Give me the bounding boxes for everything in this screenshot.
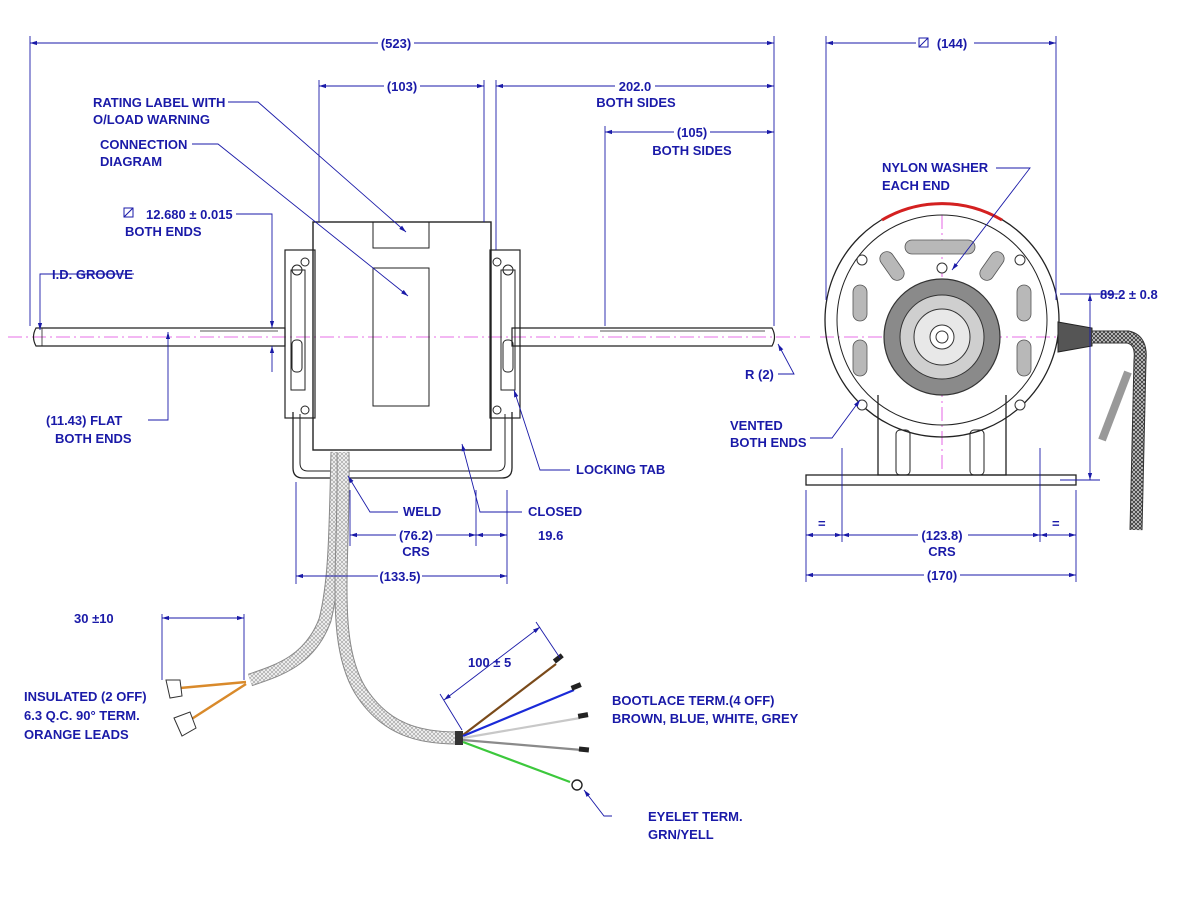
crs-end-note: CRS — [928, 544, 956, 559]
diameter-symbol — [123, 207, 134, 218]
shaft-length-note: BOTH SIDES — [596, 95, 676, 110]
labels: (523) (144) (103) 202.0 BOTH SIDES (105)… — [24, 35, 1158, 842]
crs-front-note: CRS — [402, 544, 430, 559]
flat-length-note: BOTH SIDES — [652, 143, 732, 158]
body-length: (103) — [387, 79, 417, 94]
diameter-symbol — [918, 37, 929, 48]
base-end: (170) — [927, 568, 957, 583]
lead-length: 100 ± 5 — [468, 655, 511, 670]
flat-note: BOTH ENDS — [55, 431, 132, 446]
overall-length: (523) — [381, 36, 411, 51]
id-groove: I.D. GROOVE — [52, 267, 133, 282]
nylon-washer-2: EACH END — [882, 178, 950, 193]
crs-front: (76.2) — [399, 528, 433, 543]
rating-label: RATING LABEL WITH — [93, 95, 225, 110]
radius: R (2) — [745, 367, 774, 382]
flat-length: (105) — [677, 125, 707, 140]
eyelet-2: GRN/YELL — [648, 827, 714, 842]
shaft-diameter-note: BOTH ENDS — [125, 224, 202, 239]
end-view — [805, 202, 1147, 531]
weld: WELD — [403, 504, 441, 519]
offset: 19.6 — [538, 528, 563, 543]
height: 89.2 ± 0.8 — [1100, 287, 1158, 302]
connection-diagram: CONNECTION — [100, 137, 187, 152]
shaft-length: 202.0 — [619, 79, 652, 94]
connection-diagram-2: DIAGRAM — [100, 154, 162, 169]
dimension-lines — [29, 36, 1120, 817]
insulated-3: ORANGE LEADS — [24, 727, 129, 742]
bootlace-2: BROWN, BLUE, WHITE, GREY — [612, 711, 799, 726]
rating-label-2: O/LOAD WARNING — [93, 112, 210, 127]
vented-2: BOTH ENDS — [730, 435, 807, 450]
insulated-2: 6.3 Q.C. 90° TERM. — [24, 708, 140, 723]
nylon-washer: NYLON WASHER — [882, 160, 989, 175]
strip-length: 30 ±10 — [74, 611, 114, 626]
eq-left: = — [818, 516, 826, 531]
vented: VENTED — [730, 418, 783, 433]
shaft-diameter: 12.680 ± 0.015 — [146, 207, 233, 222]
eq-right: = — [1052, 516, 1060, 531]
end-width: (144) — [937, 36, 967, 51]
crs-end: (123.8) — [921, 528, 962, 543]
flat: (11.43) FLAT — [46, 413, 122, 428]
leads — [165, 653, 590, 791]
locking-tab: LOCKING TAB — [576, 462, 665, 477]
eyelet: EYELET TERM. — [648, 809, 743, 824]
insulated: INSULATED (2 OFF) — [24, 689, 147, 704]
closed: CLOSED — [528, 504, 582, 519]
base-front: (133.5) — [379, 569, 420, 584]
bootlace: BOOTLACE TERM.(4 OFF) — [612, 693, 775, 708]
front-view — [8, 221, 810, 745]
